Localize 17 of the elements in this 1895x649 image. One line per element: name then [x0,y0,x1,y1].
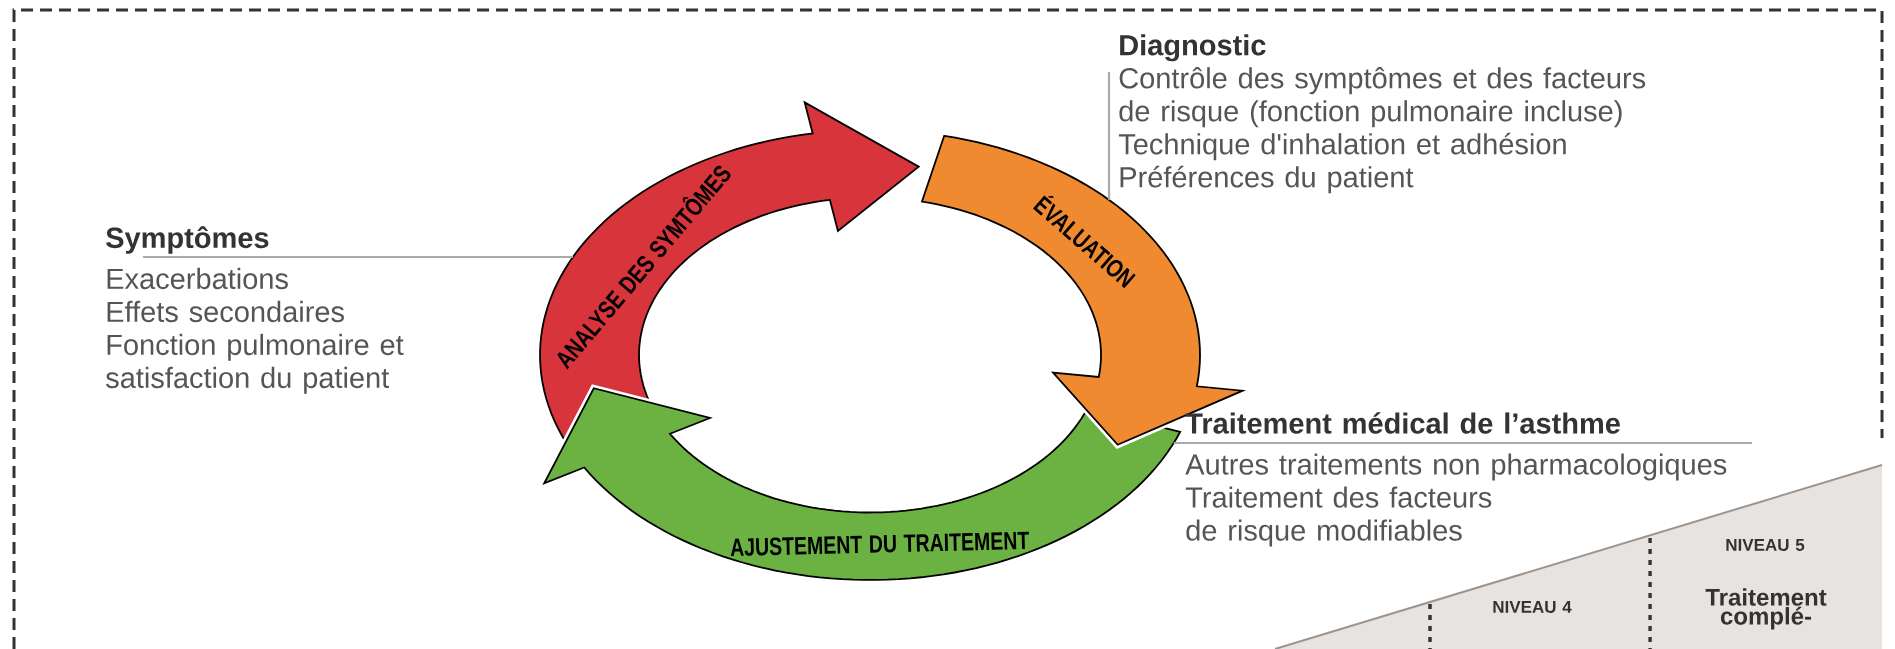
body-text: Exacerbations [107,267,288,290]
heading-text: Diagnostic [1120,34,1266,62]
level-heading: NIVEAU 4 [1493,601,1572,613]
leader-line [143,255,573,259]
step-text: Traitement complé- [1705,588,1827,630]
body-text: Contrôle des symptômes et des facteurs de risque (fonction pulmonaire incluse) [1119,67,1646,128]
body-text: Effets secondaires [107,300,344,323]
body-text: Technique d'inhalation et adhésion [1118,132,1566,161]
body-text: Préférences du patient [1120,165,1414,194]
body-text: Traitement des facteurs de risque modifiables [1185,486,1492,547]
level-heading: NIVEAU 5 [1726,539,1805,551]
leader-line [1173,441,1752,445]
heading-text: Symptômes [106,226,269,254]
heading-text: Traitement médical de l’asthme [1185,412,1620,434]
leader-line [1107,72,1111,200]
body-text: Autres traitements non pharmacologiques [1185,453,1727,481]
body-text: Fonction pulmonaire et satisfaction du patient [106,333,404,394]
